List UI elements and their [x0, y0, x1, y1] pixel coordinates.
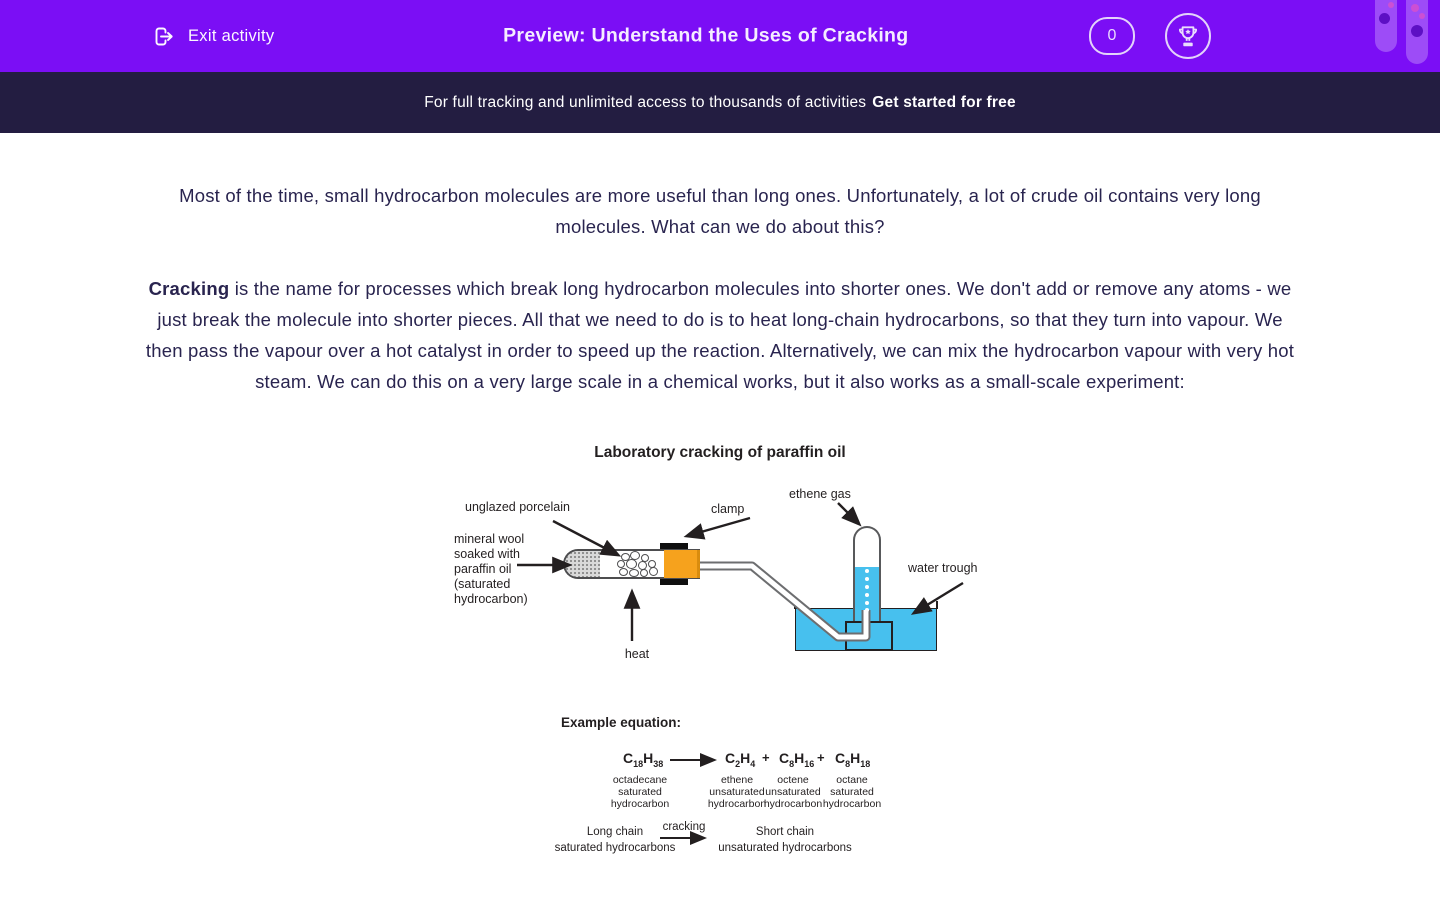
long-chain-label: Long chain saturated hydrocarbons: [554, 826, 676, 854]
formula-ethene: C2H4: [725, 750, 756, 769]
banner-text: For full tracking and unlimited access t…: [424, 93, 867, 111]
gas-collection-tube: [853, 526, 881, 621]
trough-rim: [936, 601, 938, 609]
activity-content: Most of the time, small hydrocarbon mole…: [0, 133, 1440, 874]
formula-octene: C8H16: [779, 750, 815, 769]
test-tube-icon: [1375, 0, 1397, 52]
cracking-arrow-label: cracking: [662, 821, 706, 833]
formula-octane: C8H18: [835, 750, 871, 769]
cracking-term: Cracking: [148, 278, 230, 299]
cracking-paragraph: Cracking is the name for processes which…: [145, 278, 1295, 392]
plus-sign: +: [762, 750, 770, 765]
porcelain-chips: [615, 551, 665, 578]
delivery-tube: [655, 561, 871, 642]
decorative-test-tubes: [1375, 0, 1428, 64]
label-water-trough: water trough: [908, 561, 978, 575]
score-value: 0: [1107, 27, 1117, 44]
equation-heading: Example equation:: [561, 715, 682, 730]
exit-door-arrow-icon: [150, 23, 177, 50]
upgrade-banner: For full tracking and unlimited access t…: [0, 72, 1440, 133]
intro-paragraph: Most of the time, small hydrocarbon mole…: [179, 185, 1261, 237]
test-tube-icon: [1406, 0, 1428, 64]
exit-activity-button[interactable]: Exit activity: [150, 23, 274, 50]
score-badge: 0: [1089, 17, 1135, 55]
label-clamp: clamp: [711, 502, 745, 516]
formula-octadecane: C18H38: [623, 750, 664, 769]
app-header: Exit activity Preview: Understand the Us…: [0, 0, 1440, 72]
gas-bubbles: [865, 569, 869, 612]
diagram-title: Laboratory cracking of paraffin oil: [594, 444, 846, 461]
clamp-jaw: [660, 543, 688, 549]
label-heat: heat: [624, 647, 650, 661]
trophy-button[interactable]: [1165, 13, 1211, 59]
page-title: Preview: Understand the Uses of Cracking: [503, 24, 909, 47]
cracking-diagram: Laboratory cracking of paraffin oil ungl…: [420, 434, 1020, 874]
exit-activity-label: Exit activity: [188, 26, 275, 45]
short-chain-label: Short chain unsaturated hydrocarbons: [718, 826, 852, 854]
clamp-jaw: [660, 579, 688, 585]
plus-sign: +: [817, 750, 825, 765]
label-ethene-gas: ethene gas: [789, 487, 851, 501]
label-mineral-wool: mineral wool soaked with paraffin oil (s…: [454, 532, 528, 606]
label-unglazed-porcelain: unglazed porcelain: [465, 500, 570, 514]
get-started-link[interactable]: Get started for free: [872, 93, 1016, 111]
trophy-icon: [1175, 23, 1201, 49]
clamp-block: [664, 550, 700, 578]
diagram-arrows: [517, 502, 964, 845]
